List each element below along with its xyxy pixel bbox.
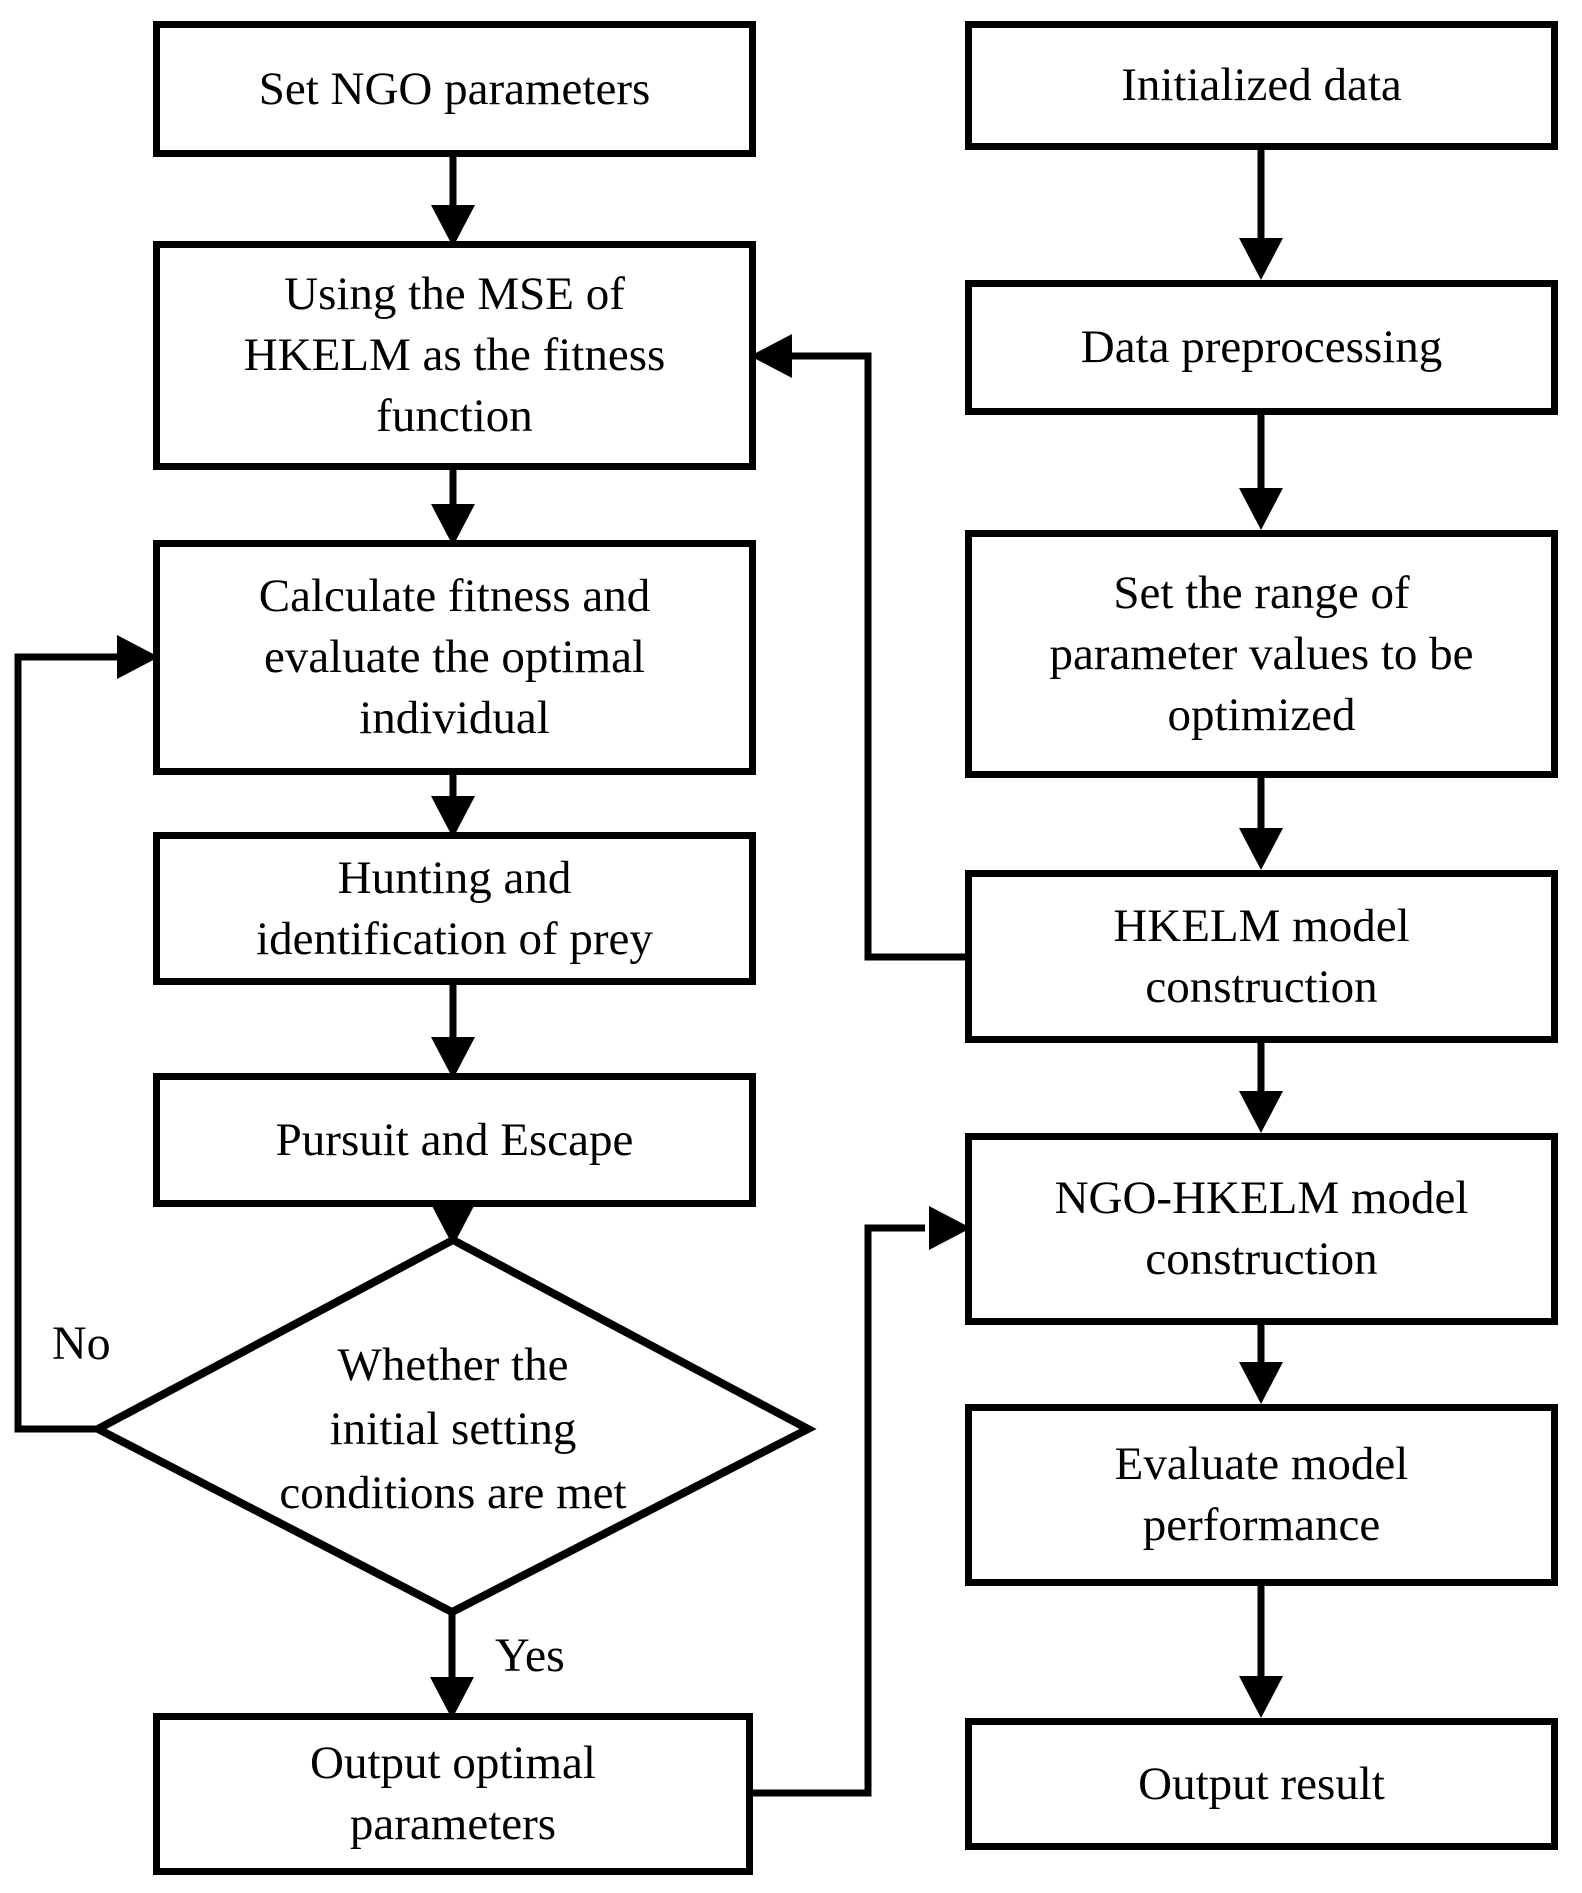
box-label-line: function [376,390,533,442]
arrowhead-setngo-to-mse [431,205,475,247]
box-label-line: HKELM as the fitness [243,329,666,381]
box-label-line: HKELM model [1113,899,1410,952]
arrowhead-hkelm-to-ngohkelm [1239,1091,1283,1133]
box-label-line: Hunting and [337,851,572,904]
arrowhead-evaluate-to-result [1239,1676,1283,1718]
flow-box-hkelm-model-construction: HKELM model construction [965,870,1558,1043]
arrowhead-ngohkelm-to-evaluate [1239,1362,1283,1404]
box-label-line: Set the range of [1113,566,1410,619]
flow-box-data-preprocessing: Data preprocessing [965,280,1558,415]
decision-label-line: Whether the [337,1339,569,1391]
box-label-line: Calculate fitness and [258,570,651,622]
connector-hkelm-to-mse [766,352,965,961]
arrowhead-output-to-ngohkelm [929,1206,971,1250]
arrowhead-pursuit-to-decision [431,1204,475,1246]
connector-output-to-ngohkelm [753,1224,925,1797]
flow-box-initialized-data: Initialized data [965,21,1558,150]
flow-box-output-result: Output result [965,1718,1558,1850]
box-label-line: Set NGO parameters [258,62,651,115]
box-label-line: individual [359,692,550,744]
arrowhead-range-to-hkelm [1239,828,1283,870]
box-label-line: optimized [1167,688,1356,741]
flow-box-pursuit-escape: Pursuit and Escape [153,1073,756,1207]
arrowhead-hkelm-to-mse [750,334,792,378]
arrowhead-hunting-to-pursuit [431,1037,475,1079]
box-label-line: parameter values to be [1049,627,1474,680]
box-label-line: identification of prey [256,912,653,965]
arrowhead-preprocessing-to-range [1239,488,1283,530]
flow-box-output-optimal-parameters: Output optimal parameters [153,1713,753,1875]
decision-label: Whether the initial setting conditions a… [155,1325,751,1533]
connector-no-loop [14,653,147,1433]
box-label-line: Evaluate model [1114,1438,1409,1490]
box-label-line: Output optimal [310,1737,596,1789]
arrowhead-initialized-to-preprocessing [1239,238,1283,280]
box-label-line: NGO-HKELM model [1054,1172,1469,1224]
flow-box-calculate-fitness: Calculate fitness and evaluate the optim… [153,540,756,775]
box-label-line: Using the MSE of [284,268,625,320]
arrowhead-mse-to-calculate [431,504,475,546]
arrowhead-no-loop [117,635,159,679]
decision-label-line: initial setting [329,1403,577,1455]
flow-box-ngo-hkelm-model-construction: NGO-HKELM model construction [965,1133,1558,1325]
box-label-line: Data preprocessing [1080,321,1443,373]
arrowhead-decision-to-output [430,1677,474,1719]
arrowhead-calculate-to-hunting [431,796,475,838]
flow-box-hunting-identification: Hunting and identification of prey [153,832,756,985]
box-label-line: parameters [349,1798,557,1850]
branch-label-yes: Yes [495,1629,565,1682]
box-label-line: Output result [1138,1757,1385,1810]
box-label-line: construction [1145,1233,1378,1285]
flow-box-set-ngo-parameters: Set NGO parameters [153,21,756,157]
flow-box-set-parameter-range: Set the range of parameter values to be … [965,530,1558,778]
box-label-line: Pursuit and Escape [275,1113,634,1166]
decision-diamond [89,1235,817,1617]
decision-label-line: conditions are met [279,1467,627,1519]
flow-box-mse-fitness-function: Using the MSE of HKELM as the fitness fu… [153,241,756,470]
box-label-line: performance [1142,1499,1381,1551]
box-label-line: Initialized data [1121,59,1402,111]
box-label-line: evaluate the optimal [263,631,646,683]
flow-box-evaluate-model-performance: Evaluate model performance [965,1404,1558,1586]
branch-label-no: No [52,1317,111,1370]
box-label-line: construction [1145,960,1378,1013]
